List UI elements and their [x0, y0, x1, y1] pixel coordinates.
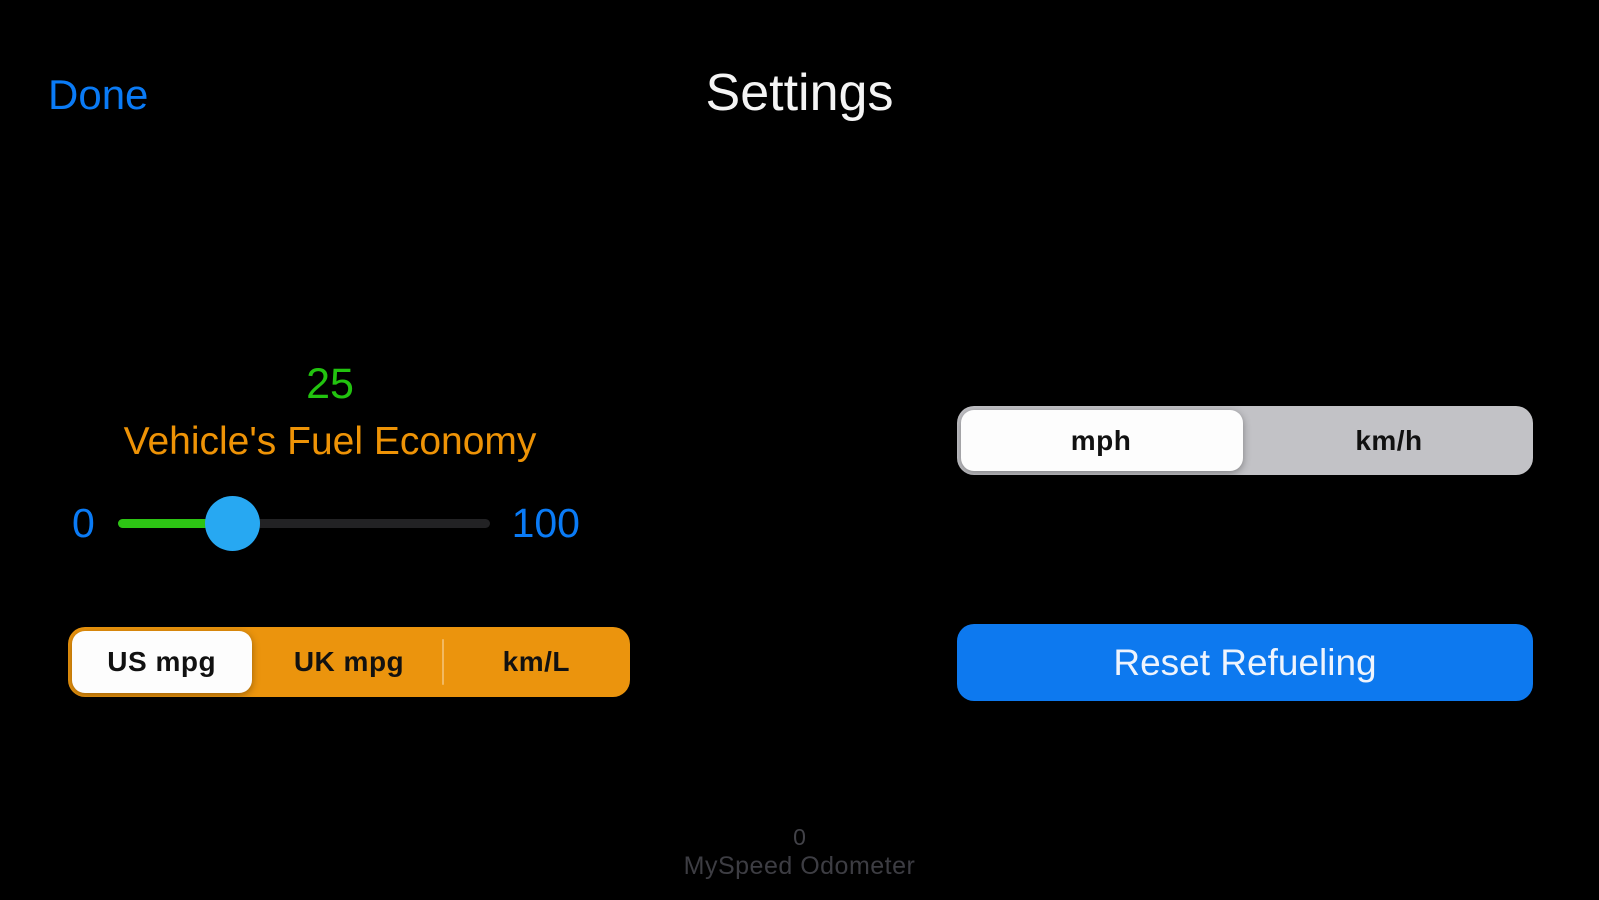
fuel-unit-selected-segment — [72, 631, 252, 693]
slider-thumb[interactable] — [205, 496, 260, 551]
segment-divider — [442, 639, 444, 685]
done-button[interactable]: Done — [48, 71, 149, 118]
segment-us-mpg[interactable]: US mpg — [107, 646, 217, 677]
fuel-economy-slider-row: 0 100 — [70, 494, 580, 552]
slider-max-label: 100 — [511, 500, 580, 546]
segment-km-per-l[interactable]: km/L — [502, 646, 570, 677]
speed-unit-selected-segment — [961, 410, 1243, 471]
slider-active-track[interactable] — [118, 519, 236, 528]
page-title: Settings — [705, 64, 894, 122]
odometer-value: 0 — [793, 824, 806, 850]
slider-remaining-track[interactable] — [118, 519, 490, 528]
app-name: MySpeed Odometer — [683, 852, 916, 880]
fuel-economy-label: Vehicle's Fuel Economy — [123, 420, 537, 463]
fuel-economy-value: 25 — [306, 360, 354, 408]
speed-unit-segmented-control: mph km/h — [957, 406, 1533, 475]
segment-kmh[interactable]: km/h — [1355, 424, 1423, 456]
slider-min-label: 0 — [72, 500, 95, 546]
segment-mph[interactable]: mph — [1070, 424, 1132, 456]
fuel-economy-slider[interactable] — [118, 494, 490, 552]
segment-uk-mpg[interactable]: UK mpg — [293, 646, 405, 677]
reset-refueling-button[interactable]: Reset Refueling — [957, 624, 1533, 701]
fuel-unit-segmented-control: US mpg UK mpg km/L — [68, 627, 630, 697]
